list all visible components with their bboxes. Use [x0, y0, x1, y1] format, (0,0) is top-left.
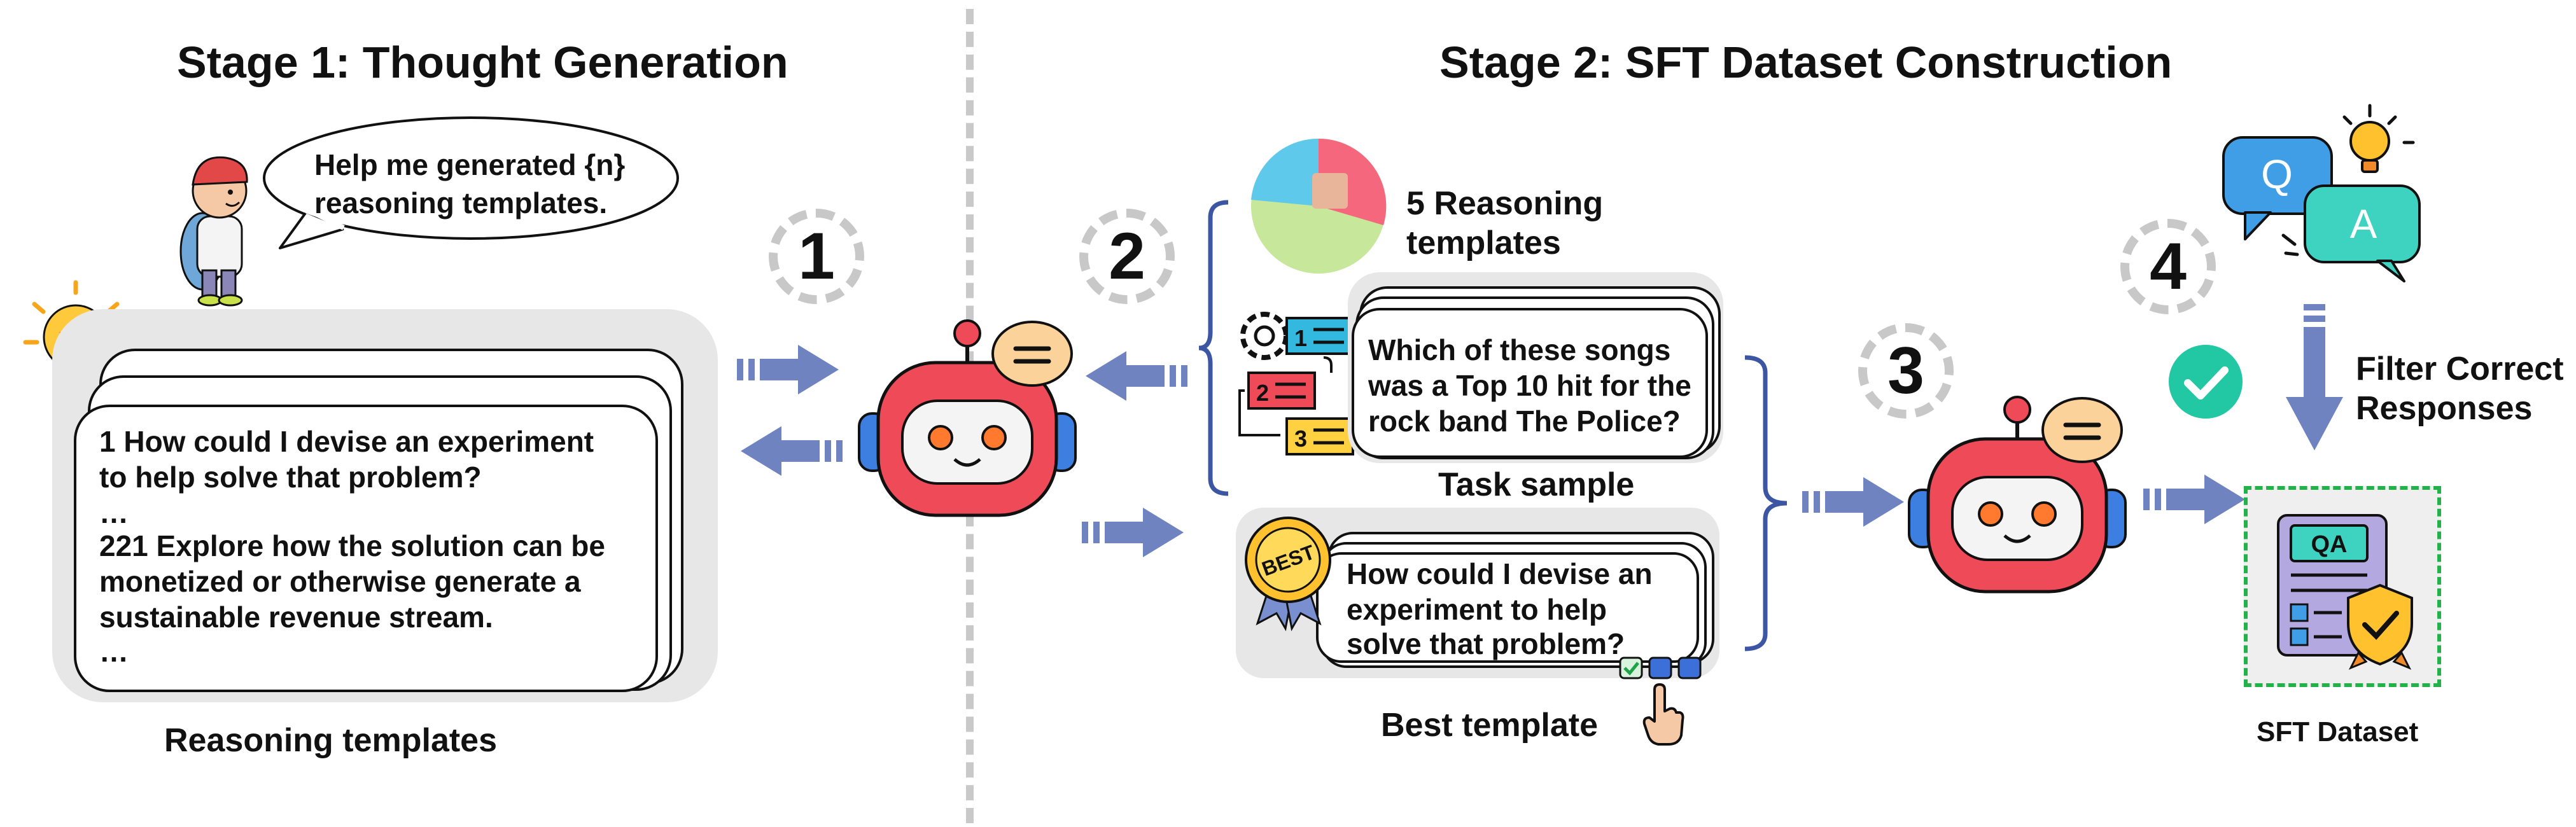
robot-icon-2	[1908, 396, 2127, 594]
workflow-icon: 1 2 3	[1238, 312, 1354, 455]
pointer-hand-icon	[1642, 683, 1684, 746]
template-line-1: 1 How could I devise an experiment	[99, 425, 594, 458]
template-line-6: sustainable revenue stream.	[99, 601, 493, 634]
arrow-left-to-robot	[1086, 351, 1187, 401]
right-bracket	[1744, 355, 1788, 651]
user-icon	[179, 156, 248, 307]
pie-chart-icon	[1251, 138, 1387, 274]
best-card-front	[1316, 552, 1699, 663]
reasoning-templates-caption: Reasoning templates	[164, 722, 498, 759]
arrow-right-to-dataset	[2143, 475, 2245, 524]
speech-text-line1: Help me generated {n}	[314, 148, 626, 181]
task-line-1: Which of these songs	[1368, 333, 1671, 366]
templates-label-line2: templates	[1406, 225, 1561, 261]
template-line-7: …	[99, 635, 129, 668]
arrow-left-from-robot	[741, 426, 843, 476]
filter-label-line1: Filter Correct	[2356, 351, 2564, 387]
task-card-front	[1352, 308, 1708, 458]
stage1-title: Stage 1: Thought Generation	[177, 38, 788, 87]
best-line-3: solve that problem?	[1347, 627, 1625, 660]
template-line-2: to help solve that problem?	[99, 461, 482, 494]
template-line-5: monetized or otherwise generate a	[99, 565, 581, 598]
speech-text-line2: reasoning templates.	[314, 186, 608, 219]
filter-label-line2: Responses	[2356, 390, 2533, 427]
selection-check-icon	[1619, 657, 1702, 679]
dataset-qa-label: QA	[2311, 531, 2348, 558]
step-2-marker: 2	[1079, 209, 1175, 304]
templates-label-line1: 5 Reasoning	[1406, 185, 1604, 222]
qa-q-label: Q	[2261, 151, 2293, 197]
check-circle-icon	[2169, 345, 2243, 419]
arrow-down-filter	[2286, 304, 2343, 450]
qa-chat-icon: Q A	[2222, 104, 2421, 282]
step-4-marker: 4	[2120, 219, 2216, 314]
qa-a-label: A	[2350, 201, 2377, 247]
stage2-title: Stage 2: SFT Dataset Construction	[1439, 38, 2173, 87]
task-line-2: was a Top 10 hit for the	[1368, 369, 1691, 402]
template-card-front	[74, 405, 658, 692]
template-line-4: 221 Explore how the solution can be	[99, 529, 605, 562]
sft-dataset-caption: SFT Dataset	[2257, 716, 2419, 747]
best-template-caption: Best template	[1381, 707, 1598, 744]
task-line-3: rock band The Police?	[1368, 405, 1681, 438]
arrow-right-to-best	[1082, 508, 1184, 557]
robot-icon-1	[858, 319, 1077, 517]
best-badge-icon: BEST	[1245, 517, 1331, 632]
flow-num-3: 3	[1294, 426, 1307, 452]
best-line-1: How could I devise an	[1347, 557, 1653, 590]
template-line-3: …	[99, 496, 129, 529]
step-1-marker: 1	[769, 209, 864, 304]
best-line-2: experiment to help	[1347, 593, 1607, 626]
arrow-right-to-robot	[737, 345, 839, 394]
dataset-document-icon: QA	[2277, 514, 2413, 670]
left-bracket	[1198, 200, 1229, 496]
flow-num-2: 2	[1256, 380, 1269, 406]
flow-num-1: 1	[1294, 325, 1307, 351]
speech-bubble	[263, 116, 679, 249]
task-sample-caption: Task sample	[1438, 466, 1635, 503]
arrow-right-to-robot2	[1802, 477, 1904, 527]
